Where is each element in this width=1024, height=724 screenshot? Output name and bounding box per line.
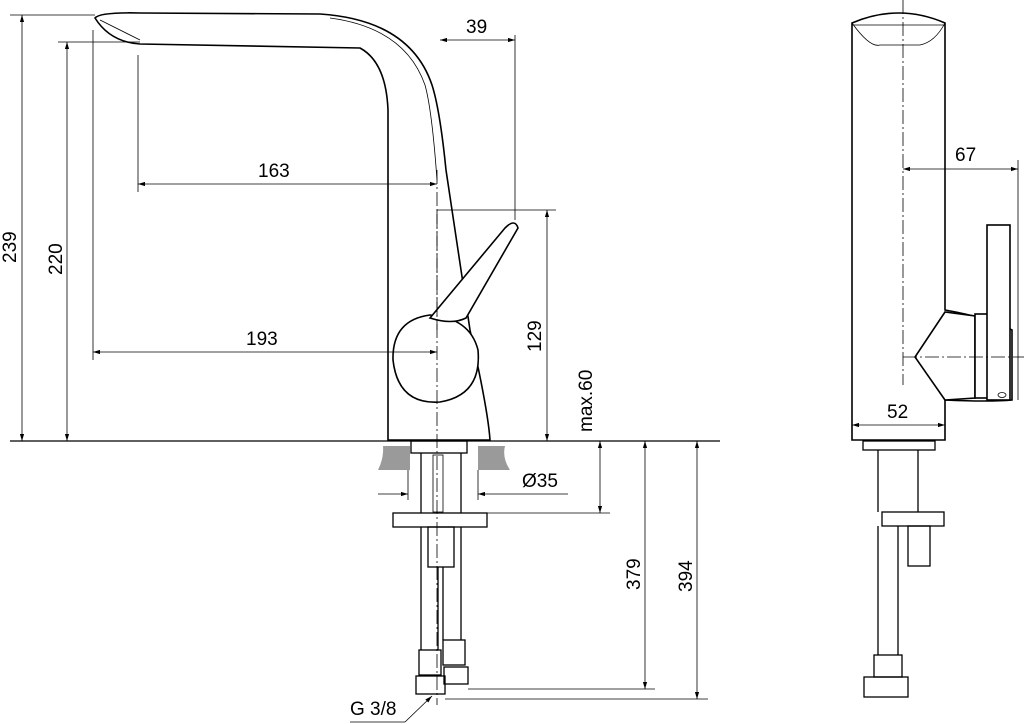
side-lever-handle — [986, 224, 1011, 401]
dim-max-thickness: max.60 — [576, 370, 597, 432]
side-mounting-plate — [881, 511, 945, 527]
lever-handle — [428, 222, 519, 323]
hose-fitting-left — [418, 649, 442, 676]
faucet-body — [94, 12, 491, 441]
side-hex-nut — [863, 676, 909, 698]
dim-spout-offset: 39 — [466, 17, 487, 38]
dim-total-height: 239 — [0, 231, 21, 263]
lever-hub — [392, 314, 480, 403]
dim-spout-height: 220 — [46, 243, 67, 275]
hose-fitting-right — [442, 639, 466, 666]
front-view: 239 220 163 193 39 129 max.60 Ø35 379 — [0, 12, 720, 723]
dim-lever-height: 129 — [525, 320, 546, 352]
dim-body-width: 52 — [887, 402, 908, 423]
dim-hole-diameter: Ø35 — [522, 471, 558, 492]
countertop-section-left — [378, 446, 410, 470]
dim-lever-projection: 67 — [955, 145, 976, 166]
spout-inner-edge — [329, 17, 438, 181]
side-view: 67 52 — [851, 0, 1024, 698]
hex-nut-left — [415, 675, 446, 695]
dim-hose-outer: 394 — [676, 560, 697, 592]
dim-reach-inner: 163 — [258, 161, 290, 182]
mounting-plate — [392, 512, 488, 528]
dim-reach-outer: 193 — [246, 329, 278, 350]
dim-hose-inner: 379 — [624, 558, 645, 590]
dim-connection-thread: G 3/8 — [350, 699, 396, 720]
side-cap — [851, 22, 946, 46]
countertop-section-right — [478, 446, 510, 470]
spout-tip-edge — [99, 19, 141, 41]
hex-nut-right — [443, 666, 469, 685]
side-lever-hub — [914, 311, 976, 401]
threaded-rod — [432, 454, 444, 513]
mounting-nut — [427, 526, 455, 568]
base-flange — [410, 440, 468, 454]
